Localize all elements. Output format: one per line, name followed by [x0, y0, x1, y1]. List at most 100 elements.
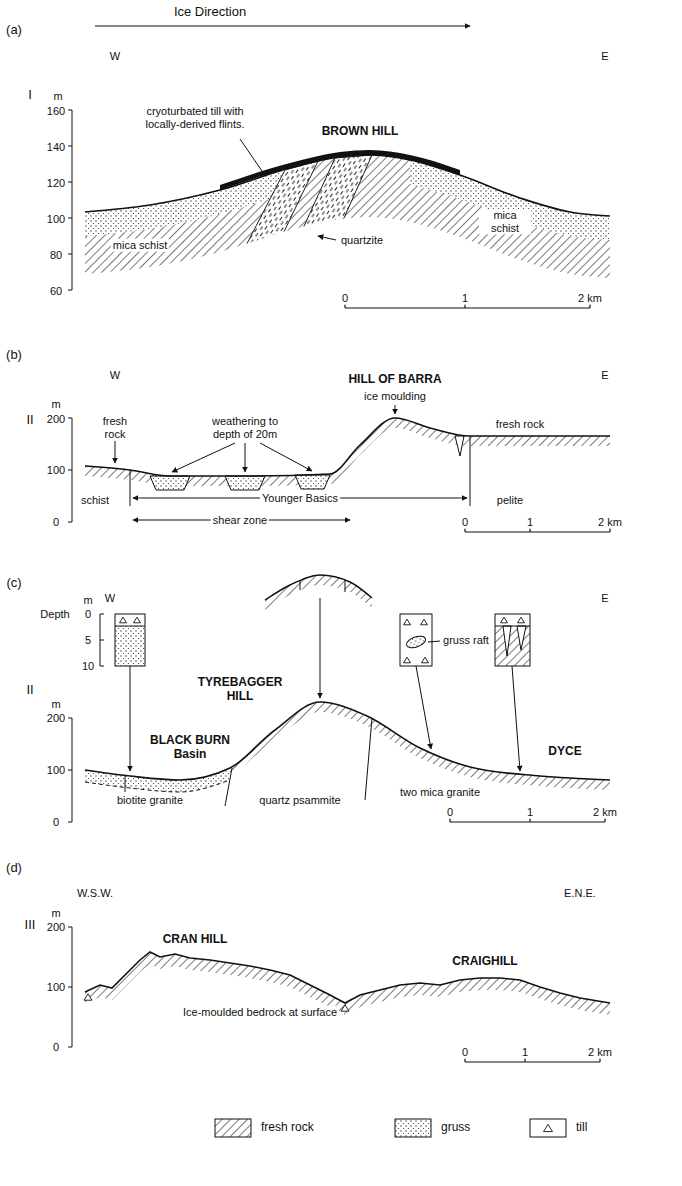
text-label: 100	[45, 764, 67, 777]
line-shape	[465, 1061, 600, 1062]
text-label: 1	[520, 1046, 530, 1059]
text-label: E	[599, 592, 610, 605]
text-label: shear zone	[211, 514, 269, 527]
legend-text: fresh rock	[259, 1121, 316, 1135]
text-label: I	[26, 88, 34, 103]
path-shape	[220, 150, 460, 190]
line-shape	[428, 641, 440, 642]
line-shape	[240, 139, 262, 171]
line-shape	[68, 110, 72, 111]
text-label: 10	[80, 660, 96, 673]
text-label: 1	[525, 516, 535, 529]
legend-swatch	[395, 1119, 431, 1137]
line-shape	[495, 626, 530, 627]
text-label: fresh rock	[93, 415, 137, 440]
text-label: II	[24, 683, 35, 698]
text-label: 5	[83, 634, 93, 647]
text-label: 0	[51, 516, 61, 529]
line-shape	[604, 818, 605, 822]
line-shape	[115, 441, 116, 463]
text-label: two mica granite	[398, 786, 482, 799]
legend-text: till	[574, 1121, 589, 1135]
line-shape	[125, 776, 126, 792]
line-shape	[72, 110, 73, 290]
line-shape	[300, 580, 301, 590]
line-shape	[464, 1058, 465, 1062]
text-label: E	[599, 50, 610, 63]
g-shape	[80, 140, 620, 300]
text-label: quartz psammite	[257, 794, 342, 807]
legend-swatch	[215, 1119, 251, 1137]
text-label: 60	[48, 285, 64, 298]
text-label: 0	[51, 816, 61, 829]
text-label: II	[24, 413, 35, 428]
line-shape	[68, 182, 72, 183]
path-shape	[404, 657, 411, 663]
ellipse-shape	[405, 634, 427, 650]
text-label: Ice Direction	[172, 5, 248, 20]
line-shape	[260, 443, 312, 471]
text-label: 2 km	[596, 516, 624, 529]
path-shape	[120, 617, 127, 623]
text-label: 200	[45, 413, 67, 426]
line-shape	[464, 304, 465, 308]
path-shape	[85, 768, 230, 792]
text-label: 120	[45, 177, 67, 190]
line-shape	[130, 666, 131, 771]
text-label: 0	[460, 1046, 470, 1059]
line-shape	[100, 614, 104, 615]
text-label: 100	[45, 213, 67, 226]
line-shape	[609, 528, 610, 532]
line-shape	[320, 598, 321, 698]
line-shape	[68, 770, 72, 771]
legend-text: gruss	[439, 1121, 472, 1135]
line-shape	[68, 1047, 72, 1048]
line-shape	[416, 666, 431, 749]
text-label: W	[108, 50, 122, 63]
path-shape	[410, 160, 610, 240]
path-shape	[134, 617, 141, 623]
rect-shape	[400, 614, 432, 666]
text-label: 200	[45, 712, 67, 725]
text-label: (b)	[4, 348, 24, 363]
text-label: gruss raft	[441, 634, 491, 647]
path-shape	[265, 575, 372, 610]
path-shape	[517, 626, 526, 650]
text-label: cryoturbated till with locally-derived f…	[136, 105, 255, 130]
path-shape	[150, 476, 190, 490]
line-shape	[318, 236, 336, 240]
line-shape	[95, 26, 470, 27]
text-label: DYCE	[546, 745, 583, 759]
line-shape	[465, 531, 610, 532]
rect-shape	[495, 626, 530, 666]
line-shape	[115, 626, 145, 627]
text-label: schist	[79, 494, 111, 507]
text-label: 0	[460, 516, 470, 529]
path-shape	[265, 575, 372, 600]
line-shape	[225, 768, 232, 806]
path-shape	[85, 780, 230, 792]
text-label: fresh rock	[494, 418, 546, 431]
line-shape	[524, 1058, 525, 1062]
text-label: mica schist	[111, 239, 169, 252]
path-shape	[503, 626, 511, 656]
line-shape	[395, 405, 396, 414]
text-label: 0	[83, 608, 93, 621]
text-label: m	[51, 90, 64, 103]
path-shape	[422, 657, 429, 663]
line-shape	[245, 443, 246, 472]
text-label: m	[49, 698, 62, 711]
line-shape	[100, 666, 104, 667]
text-label: BROWN HILL	[320, 125, 401, 139]
text-label: Younger Basics	[260, 492, 340, 505]
text-label: 100	[45, 464, 67, 477]
text-label: 0	[445, 806, 455, 819]
line-shape	[68, 927, 72, 928]
line-shape	[100, 640, 104, 641]
path-shape	[295, 475, 330, 489]
line-shape	[470, 436, 471, 506]
text-label: 100	[45, 981, 67, 994]
line-shape	[68, 418, 72, 419]
line-shape	[172, 443, 235, 472]
